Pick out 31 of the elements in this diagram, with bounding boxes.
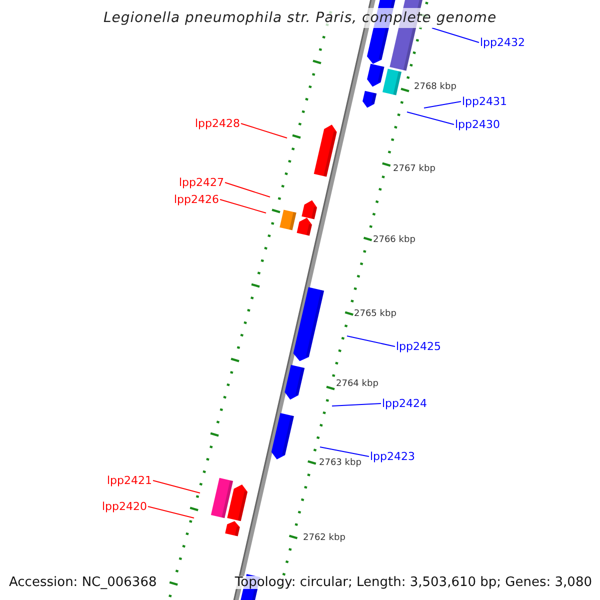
gene-label: lpp2424 [382, 398, 428, 409]
gene-label: lpp2427 [178, 177, 224, 188]
leader-line [432, 28, 480, 43]
scale-label: 2764 kbp [336, 380, 378, 389]
info-text: Topology: circular; Length: 3,503,610 bp; Genes: 3,080 [234, 576, 592, 589]
leader-line [224, 182, 270, 198]
scale-label: 2766 kbp [373, 236, 416, 245]
gene-label: lpp2431 [462, 96, 508, 107]
scale-label: 2767 kbp [393, 165, 436, 174]
gene-label: lpp2432 [480, 37, 526, 48]
leader-line [148, 506, 194, 518]
gene-label: lpp2430 [455, 119, 500, 130]
gene-label: lpp2428 [194, 118, 240, 129]
scale-label: 2762 kbp [303, 534, 346, 543]
info-text: Accession: NC_006368 [9, 576, 157, 589]
leader-line [424, 101, 462, 108]
gene-label: lpp2425 [396, 341, 442, 352]
scale-label: 2765 kbp [354, 310, 396, 319]
leader-line [240, 123, 288, 138]
leader-line [320, 446, 370, 457]
leader-line [346, 336, 396, 347]
scale-label: 2763 kbp [319, 459, 362, 468]
leader-line [332, 403, 382, 406]
gene-label: lpp2426 [174, 194, 219, 205]
scale-label: 2768 kbp [414, 83, 456, 92]
gene-label: lpp2420 [102, 501, 147, 512]
leader-line [220, 199, 266, 214]
gene-label: lpp2423 [370, 451, 416, 462]
leader-line [406, 112, 454, 125]
leader-line [152, 480, 200, 494]
gene-label: lpp2421 [106, 475, 152, 486]
